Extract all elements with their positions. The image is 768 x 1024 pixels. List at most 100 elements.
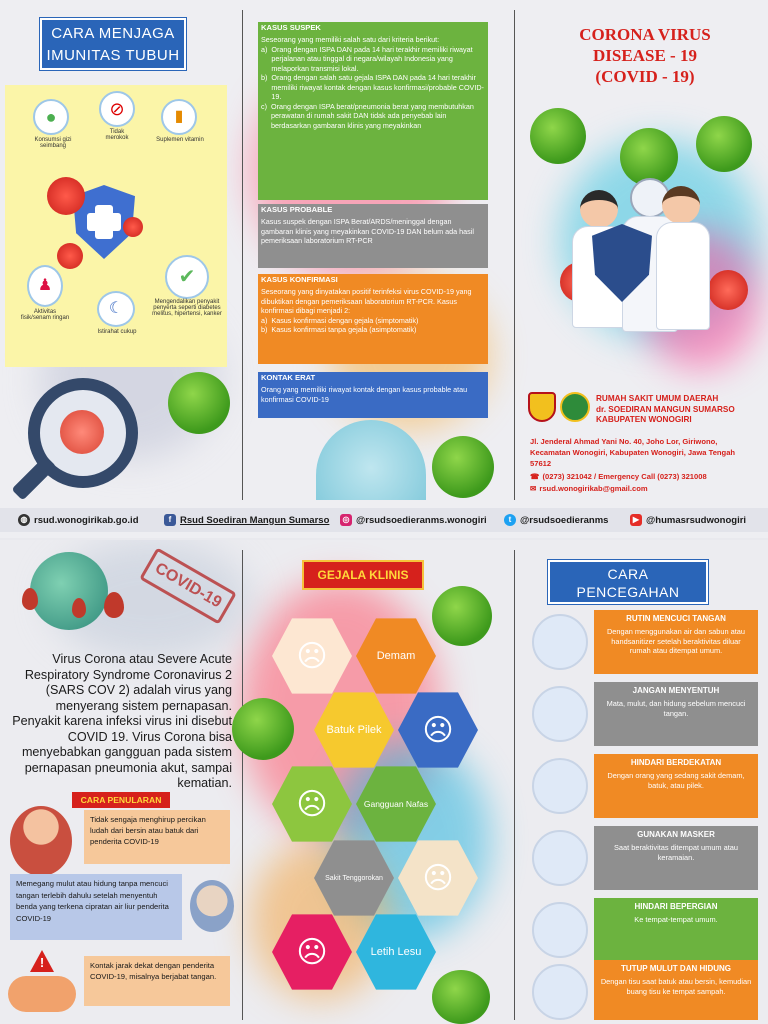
phone-text: (0273) 321042 / Emergency Call (0273) 32… xyxy=(542,472,707,481)
green-virus-icon xyxy=(432,436,494,498)
kontak-title: KONTAK ERAT xyxy=(261,373,316,382)
prevention-item: JANGAN MENYENTUH Mata, mulut, dan hidung… xyxy=(532,682,758,746)
item-label: Suplemen vitamin xyxy=(156,137,204,143)
suspek-box: KASUS SUSPEK Seseorang yang memiliki sal… xyxy=(258,22,488,200)
hospital-line: dr. SOEDIRAN MANGUN SUMARSO xyxy=(596,404,735,414)
prevention-title: HINDARI BERDEKATAN xyxy=(630,758,722,767)
distance-icon xyxy=(532,758,588,814)
prevention-text: Ke tempat-tempat umum. xyxy=(634,915,718,924)
globe-icon xyxy=(316,420,426,500)
doctor-head xyxy=(662,186,700,224)
phone-row: ☎(0273) 321042 / Emergency Call (0273) 3… xyxy=(530,472,758,481)
salad-bowl-icon: ● xyxy=(33,99,69,135)
title-line: (COVID - 19) xyxy=(595,67,695,86)
prevention-item: HINDARI BEPERGIAN Ke tempat-tempat umum. xyxy=(532,898,758,962)
person-fever-icon: ☹ xyxy=(296,639,328,673)
facebook-icon: f xyxy=(164,514,176,526)
prevention-title: HINDARI BEPERGIAN xyxy=(634,902,718,911)
globe-icon: ◍ xyxy=(18,514,30,526)
symptom-illustration: ☹ xyxy=(398,692,478,768)
symptom-gangguan-nafas: Gangguan Nafas xyxy=(356,766,436,842)
mask-icon xyxy=(532,830,588,886)
item-label: Tidak merokok xyxy=(105,129,129,141)
gejala-title: GEJALA KLINIS xyxy=(304,562,422,588)
doctor-head xyxy=(580,190,618,228)
konfirmasi-text: Seseorang yang dinyatakan positif terinf… xyxy=(261,287,472,316)
mail-icon: ✉ xyxy=(530,484,537,493)
suspek-item: c)Orang dengan ISPA berat/pneumonia bera… xyxy=(261,102,485,131)
list-text: Kasus konfirmasi tanpa gejala (asimptoma… xyxy=(271,325,417,335)
probable-title: KASUS PROBABLE xyxy=(261,205,333,214)
instagram-link[interactable]: ◎@rsudsoedieranms.wonogiri xyxy=(340,511,487,529)
symptom-letih-lesu: Letih Lesu xyxy=(356,914,436,990)
suspek-item: a)Orang dengan ISPA DAN pada 14 hari ter… xyxy=(261,45,485,74)
virus-icon xyxy=(57,243,83,269)
no-smoking-icon: ⊘ xyxy=(99,91,135,127)
prevention-card: HINDARI BERDEKATAN Dengan orang yang sed… xyxy=(594,754,758,818)
list-text: Kasus konfirmasi dengan gejala (simptoma… xyxy=(271,315,419,325)
twitter-icon: t xyxy=(504,514,516,526)
prevention-card: HINDARI BEPERGIAN Ke tempat-tempat umum. xyxy=(594,898,758,962)
list-marker: b) xyxy=(261,73,268,83)
green-virus-icon xyxy=(432,970,490,1024)
youtube-link[interactable]: ▶@humasrsudwonogiri xyxy=(630,511,746,529)
sneeze-tissue-icon xyxy=(532,964,588,1020)
hospital-name: RUMAH SAKIT UMUM DAERAH dr. SOEDIRAN MAN… xyxy=(596,394,760,426)
website-link[interactable]: ◍rsud.wonogirikab.go.id xyxy=(18,511,139,529)
red-virus-icon xyxy=(708,270,748,310)
hospital-line: KABUPATEN WONOGIRI xyxy=(596,415,692,424)
fold-line xyxy=(514,550,515,1020)
crowd-icon xyxy=(532,902,588,958)
prevention-text: Saat beraktivitas ditempat umum atau ker… xyxy=(613,843,739,862)
list-text: Orang dengan salah satu gejala ISPA DAN … xyxy=(271,73,484,102)
hand-wash-icon xyxy=(532,614,588,670)
suspek-intro: Seseorang yang memiliki salah satu dari … xyxy=(261,35,440,45)
symptom-batuk-pilek: Batuk Pilek xyxy=(314,692,394,768)
penularan-title: CARA PENULARAN xyxy=(72,792,170,808)
konfirmasi-item: b)Kasus konfirmasi tanpa gejala (asimpto… xyxy=(261,325,485,335)
hospital-address: Jl. Jenderal Ahmad Yani No. 40, Joho Lor… xyxy=(530,437,736,468)
person-throat-icon: ☹ xyxy=(422,861,454,895)
prevention-title: TUTUP MULUT DAN HIDUNG xyxy=(620,964,732,973)
list-marker: a) xyxy=(261,315,268,325)
pencegahan-title: CARA PENCEGAHAN xyxy=(548,560,708,604)
prevention-text: Dengan tisu saat batuk atau bersin, kemu… xyxy=(600,977,752,996)
prevention-card: RUTIN MENCUCI TANGAN Dengan menggunakan … xyxy=(594,610,758,674)
green-virus-icon xyxy=(620,128,678,186)
symptom-illustration: ☹ xyxy=(398,840,478,916)
green-virus-icon xyxy=(168,372,230,434)
konfirmasi-title: KASUS KONFIRMASI xyxy=(261,275,338,284)
cover-title: CORONA VIRUS DISEASE - 19 (COVID - 19) xyxy=(560,24,730,87)
globe-virus-icon xyxy=(30,552,108,630)
list-marker: b) xyxy=(261,325,268,335)
prevention-card: GUNAKAN MASKER Saat beraktivitas ditempa… xyxy=(594,826,758,890)
person-cough-icon: ☹ xyxy=(422,713,454,747)
kontak-erat-box: KONTAK ERAT Orang yang memiliki riwayat … xyxy=(258,372,488,418)
prevention-item: HINDARI BERDEKATAN Dengan orang yang sed… xyxy=(532,754,758,818)
symptom-sakit-tenggorokan: Sakit Tenggorokan xyxy=(314,840,394,916)
title-line: CARA MENJAGA xyxy=(51,25,175,42)
symptom-label: Demam xyxy=(376,650,416,662)
brochure-outside: CARA MENJAGA IMUNITAS TUBUH ● Konsumsi g… xyxy=(0,10,768,532)
symptom-label: Letih Lesu xyxy=(370,946,422,958)
warning-icon: ! xyxy=(30,950,54,972)
probable-box: KASUS PROBABLE Kasus suspek dengan ISPA … xyxy=(258,204,488,268)
brochure-inside: COVID-19 Virus Corona atau Severe Acute … xyxy=(0,540,768,1024)
instagram-icon: ◎ xyxy=(340,514,352,526)
suspek-item: b)Orang dengan salah satu gejala ISPA DA… xyxy=(261,73,485,102)
droplet-icon xyxy=(72,598,86,618)
twitter-text: @rsudsoedieranms xyxy=(520,514,609,526)
title-line: DISEASE - 19 xyxy=(593,46,697,65)
regency-logo xyxy=(528,392,556,422)
sneezing-person-icon xyxy=(10,806,72,876)
prevention-text: Mata, mulut, dan hidung sebelum mencuci … xyxy=(606,699,746,718)
list-marker: a) xyxy=(261,44,268,54)
twitter-link[interactable]: t @rsudsoedieranms xyxy=(504,511,608,529)
email-row: ✉rsud.wonogirikab@gmail.com xyxy=(530,484,758,493)
prevention-card: TUTUP MULUT DAN HIDUNG Dengan tisu saat … xyxy=(594,960,758,1020)
item-label: Istirahat cukup xyxy=(97,329,137,335)
panel1-title: CARA MENJAGA IMUNITAS TUBUH xyxy=(40,18,186,70)
item-label: Mengendalikan penyakit penyerta seperti … xyxy=(152,299,222,317)
list-marker: c) xyxy=(261,101,267,111)
